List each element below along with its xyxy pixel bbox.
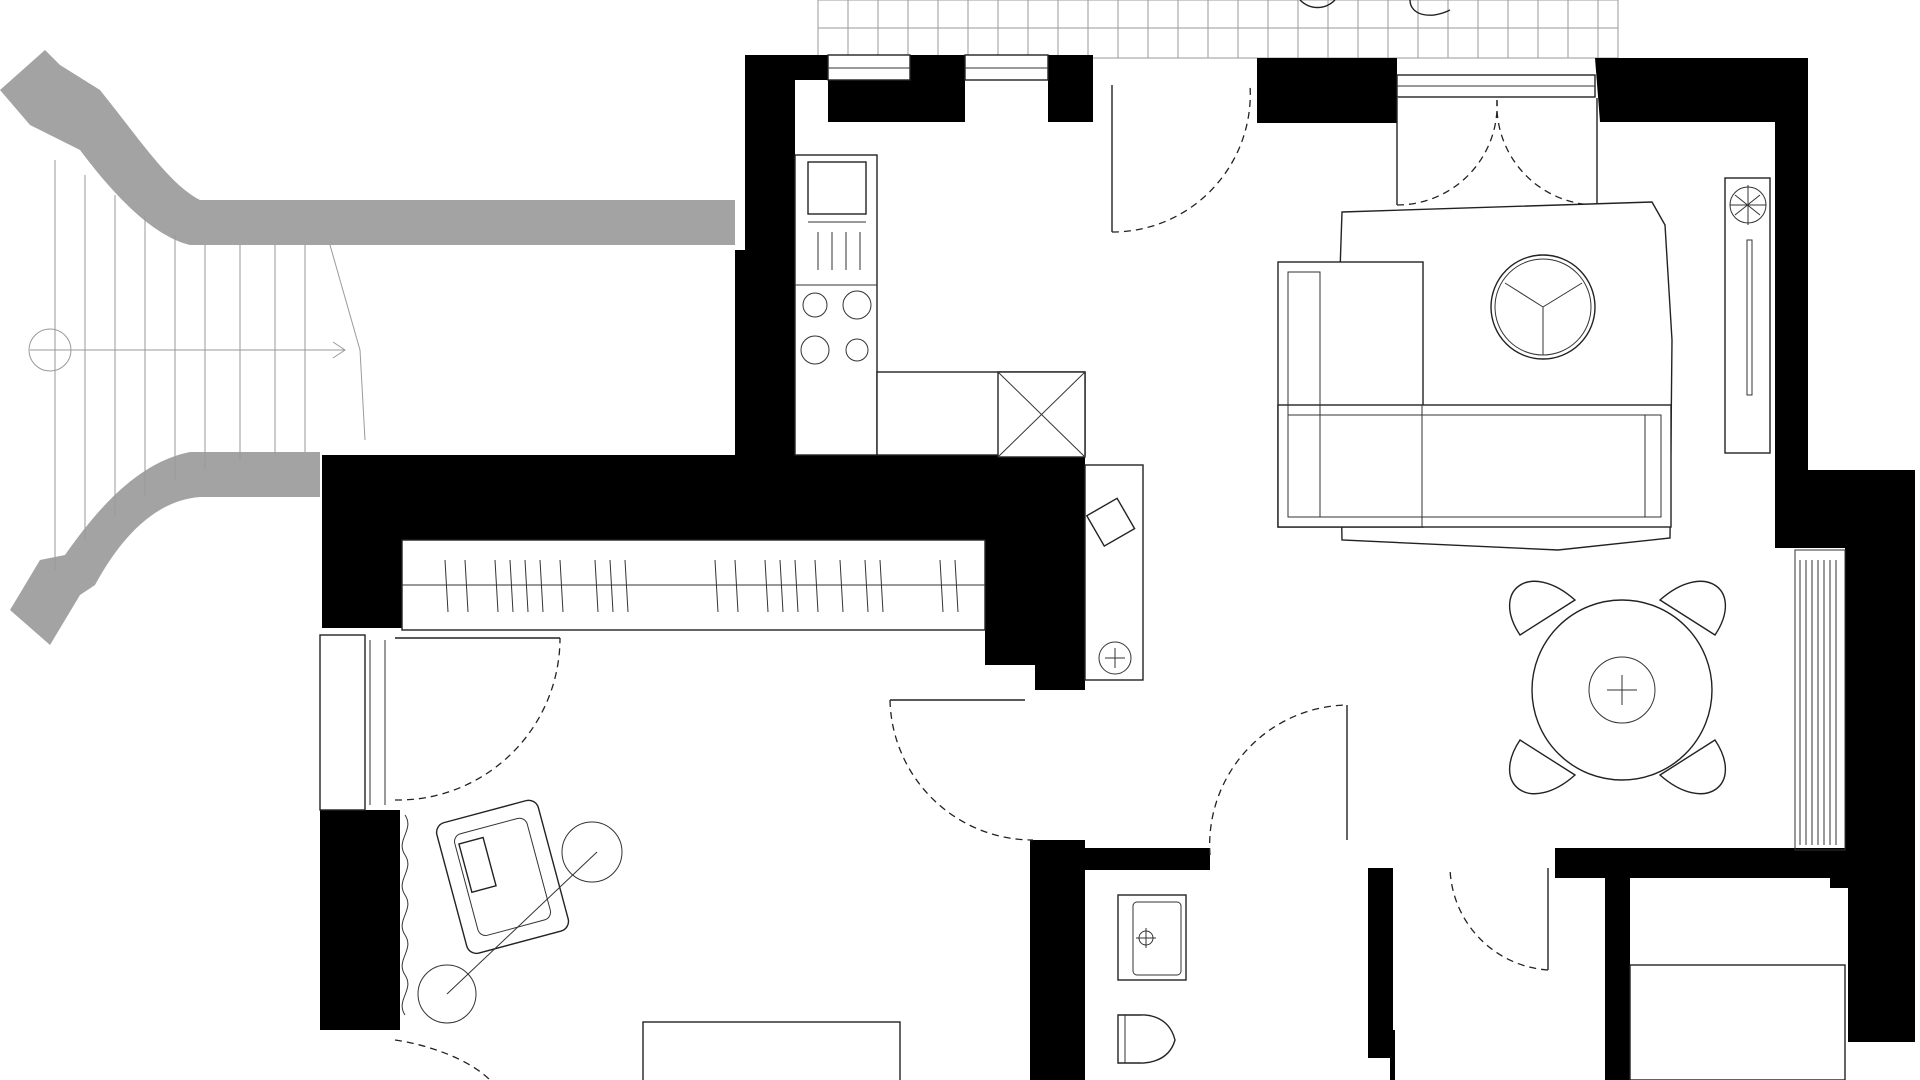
terrace-chair (1409, 0, 1451, 16)
kitchen-cabinet (1084, 464, 1144, 681)
wall-segment (1048, 55, 1093, 122)
dining-set (1508, 580, 1727, 795)
exterior-staircase (0, 50, 735, 645)
dining-chair (1508, 580, 1727, 795)
radiator (1794, 549, 1846, 851)
stair-treads (28, 160, 366, 570)
bedroom-door-swing (889, 699, 1034, 841)
washer (1098, 641, 1132, 675)
toilet (1117, 1014, 1176, 1064)
curtain (401, 814, 409, 1016)
stair-wall-upper (0, 50, 735, 245)
wall-bath-west (1030, 840, 1085, 1080)
wall-bath-east (1368, 868, 1393, 1058)
kitchen-stool (1085, 497, 1136, 548)
windows (319, 54, 1596, 811)
tv (1746, 239, 1753, 396)
cooktop (795, 284, 877, 365)
closet-door-swing (1449, 867, 1549, 971)
wall-south-east (1555, 848, 1845, 878)
floor-lamp (561, 821, 623, 883)
wall-partition (1605, 848, 1630, 1080)
wardrobe-hangers (444, 559, 959, 613)
bathroom (1117, 894, 1846, 1080)
terrace-chair (1299, 0, 1336, 9)
bedroom (401, 539, 986, 1080)
wall-central (322, 455, 1085, 690)
wall-west (320, 810, 400, 1030)
doors (394, 84, 1598, 1080)
bed (642, 1021, 901, 1080)
bath-door-swing (1208, 704, 1348, 856)
wall-segment (1257, 58, 1397, 123)
wall-north-east (1595, 58, 1915, 1042)
walls (320, 55, 1915, 1080)
wall-north-west (728, 55, 910, 455)
kitchen (794, 154, 1144, 681)
kitchen-sink (807, 161, 867, 215)
west-door-swing (394, 637, 561, 801)
stair-wall-lower (10, 452, 320, 645)
terrace-tiles (817, 0, 1619, 59)
window-west (319, 634, 366, 811)
wall-bath-north (1085, 848, 1210, 870)
side-table (417, 964, 477, 1024)
plant-icon (1729, 185, 1767, 225)
entry-door-swing (1111, 84, 1251, 233)
wall-segment (910, 55, 965, 122)
wall-segment (1390, 1030, 1395, 1080)
balcony-door-swing (1396, 99, 1498, 206)
living-room (1277, 177, 1846, 851)
dish-rack (808, 221, 866, 270)
armchair (435, 799, 570, 955)
storage-cabinet (1629, 964, 1846, 1080)
sofa (1277, 261, 1672, 528)
